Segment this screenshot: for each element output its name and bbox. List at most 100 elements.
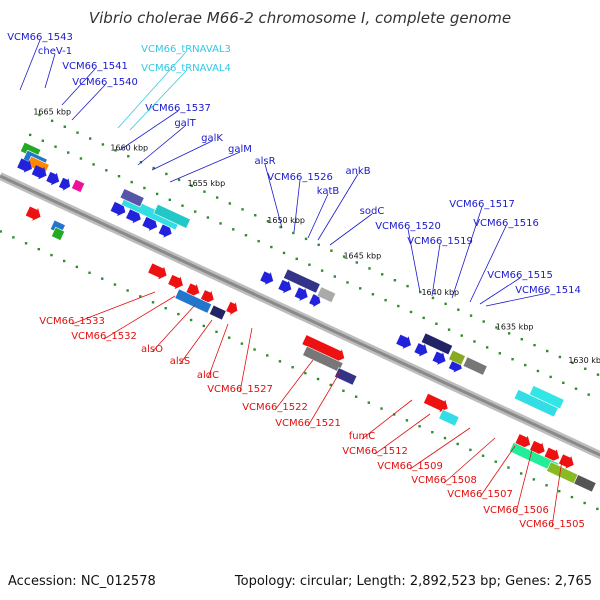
- gene-box-shape: [316, 286, 337, 303]
- scale-tick-label: 1635 kbp: [496, 322, 534, 331]
- tick-dot: [75, 265, 79, 269]
- gene-box: [573, 474, 597, 493]
- gene-arrow: [126, 208, 141, 224]
- tick-dot: [155, 192, 159, 196]
- gene-label-reverse: VCM66_1507: [447, 489, 513, 500]
- gene-label-reverse-leader: [207, 323, 229, 379]
- tick-dot: [380, 407, 383, 410]
- gene-arrow-shape: [278, 279, 292, 294]
- gene-label-forward: VCM66_1516: [473, 218, 539, 229]
- gene-label-reverse-leader: [443, 437, 496, 484]
- gene-arrow-shape: [110, 201, 126, 217]
- gene-label-forward: VCM66_1543: [7, 32, 73, 43]
- tick-dot: [587, 393, 590, 396]
- gene-box: [462, 356, 488, 376]
- tick-dot: [304, 237, 308, 241]
- gene-box-shape: [334, 367, 358, 386]
- gene-label-forward-leader: [293, 179, 301, 233]
- tick-dot: [139, 295, 142, 298]
- gene-label-forward-leader: [151, 140, 213, 171]
- gene-box-shape: [302, 345, 344, 373]
- gene-arrow: [31, 165, 47, 180]
- gene-arrow-shape: [17, 158, 33, 173]
- tick-dot: [62, 259, 66, 263]
- gene-label-reverse-leader: [71, 291, 156, 325]
- tick-dot: [495, 326, 498, 329]
- gene-label-reverse: VCM66_1522: [242, 402, 308, 413]
- tick-dot: [266, 354, 269, 357]
- gene-label-forward: VCM66_1519: [407, 236, 473, 247]
- tick-dot: [130, 180, 133, 184]
- gene-arrow: [158, 224, 172, 238]
- tick-dot: [329, 383, 332, 387]
- gene-label-reverse: VCM66_1532: [71, 331, 137, 342]
- tick-dot: [570, 495, 574, 499]
- tick-dot: [359, 287, 362, 290]
- tick-dot: [295, 257, 298, 261]
- gene-arrow-shape: [260, 271, 274, 285]
- tick-dot: [393, 413, 396, 416]
- gene-label-reverse: aldC: [197, 370, 219, 381]
- tick-dot: [342, 389, 345, 393]
- tick-dot: [482, 320, 485, 323]
- gene-label-forward: VCM66_1520: [375, 221, 441, 232]
- tick-dot: [193, 210, 197, 213]
- tick-dot: [574, 387, 578, 390]
- tick-dot: [456, 442, 459, 446]
- scale-tick-label: 1640 kbp: [421, 288, 459, 297]
- tick-dot: [279, 225, 282, 229]
- gene-label-rna-leader: [129, 70, 187, 131]
- gene-box: [448, 349, 466, 366]
- tick-dot: [457, 308, 460, 311]
- tick-dot: [63, 125, 67, 128]
- tick-dot: [371, 293, 375, 296]
- tick-dot: [215, 196, 219, 199]
- tick-dot: [227, 336, 231, 339]
- gene-label-reverse-leader: [151, 304, 196, 353]
- gene-label-reverse-leader: [479, 445, 516, 498]
- tick-dot: [536, 369, 540, 373]
- gene-label-reverse: VCM66_1533: [39, 316, 105, 327]
- gene-label-reverse-leader: [307, 371, 341, 427]
- tick-dot: [469, 448, 472, 452]
- tick-dot: [481, 454, 485, 457]
- gene-label-forward-leader: [44, 53, 56, 89]
- tick-dot: [177, 312, 180, 316]
- tick-dot: [558, 355, 562, 359]
- gene-label-forward-leader: [307, 193, 329, 239]
- tick-dot: [346, 281, 349, 284]
- gene-box-shape: [462, 356, 488, 376]
- gene-label-forward: sodC: [360, 206, 385, 217]
- tick-dot: [113, 283, 117, 286]
- gene-arrow: [302, 335, 345, 362]
- tick-dot: [79, 157, 83, 160]
- gene-box-shape: [119, 188, 145, 208]
- tick-dot: [367, 401, 371, 404]
- gene-box: [174, 288, 213, 314]
- gene-arrow: [58, 177, 71, 191]
- gene-box-shape: [438, 409, 460, 427]
- tick-dot: [368, 267, 371, 270]
- tick-dot: [292, 231, 295, 235]
- tick-dot: [355, 261, 358, 264]
- gene-arrow-shape: [423, 393, 448, 413]
- tick-dot: [114, 149, 117, 152]
- gene-arrow: [200, 290, 214, 304]
- tick-dot: [50, 253, 53, 257]
- gene-arrow: [432, 351, 446, 365]
- tick-dot: [257, 239, 260, 243]
- gene-label-forward: galT: [174, 118, 196, 129]
- tick-dot: [460, 334, 463, 337]
- tick-dot: [202, 324, 205, 328]
- tick-dot: [0, 230, 2, 233]
- gene-label-forward-leader: [469, 225, 507, 303]
- tick-dot: [240, 342, 244, 345]
- gene-label-forward-leader: [431, 243, 441, 297]
- gene-box: [71, 178, 86, 193]
- gene-arrow: [294, 287, 308, 301]
- gene-label-forward-leader: [119, 110, 179, 151]
- scale-tick-label: 1655 kbp: [187, 179, 225, 188]
- gene-box-shape: [546, 461, 579, 485]
- gene-arrow: [309, 294, 321, 308]
- gene-arrow-shape: [46, 171, 60, 186]
